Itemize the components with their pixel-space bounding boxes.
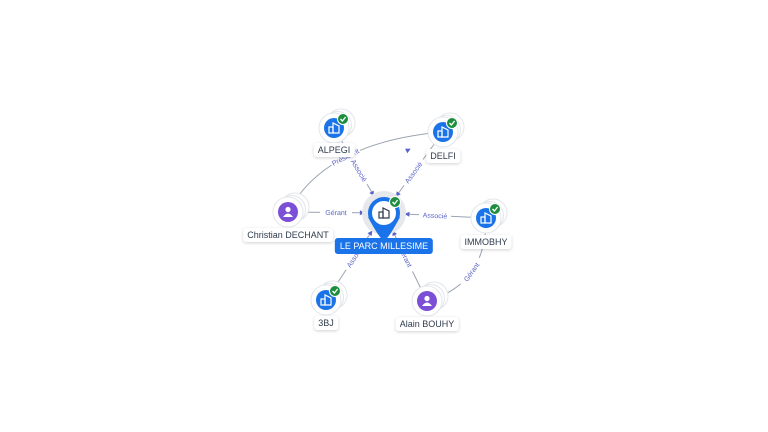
person-icon: [422, 295, 432, 306]
edge-label-bg: [400, 157, 426, 187]
company-icon: [378, 207, 390, 219]
verified-check-icon: [489, 203, 501, 215]
node-label-alpegi[interactable]: ALPEGI: [313, 143, 355, 157]
node-label-dechant[interactable]: Christian DECHANT: [243, 228, 333, 242]
edge-arrow: [405, 148, 411, 154]
edge-arrow: [367, 230, 373, 237]
center-node-label[interactable]: LE PARC MILLESIME: [334, 238, 434, 254]
person-icon: [283, 206, 293, 217]
company-icon: [480, 212, 492, 224]
edge-label-bg: [348, 154, 371, 186]
verified-check-icon: [337, 113, 349, 125]
company-icon: [320, 294, 332, 306]
edge-label-bg: [418, 209, 452, 221]
node-dechant[interactable]: [272, 192, 310, 228]
verified-check-icon: [389, 196, 401, 208]
node-label-immobhy[interactable]: IMMOBHY: [460, 235, 512, 249]
node-label-3bj[interactable]: 3BJ: [314, 316, 338, 330]
node-alpegi[interactable]: [318, 108, 356, 144]
edge-label: Gérant: [325, 210, 347, 217]
edge-label: Associé: [423, 212, 448, 220]
verified-check-icon: [446, 117, 458, 129]
node-delfi[interactable]: [427, 112, 465, 148]
center-node[interactable]: [362, 191, 406, 240]
node-immobhy[interactable]: [470, 198, 508, 234]
nodes-layer: [272, 108, 508, 317]
edge-label-bg: [458, 256, 484, 287]
company-icon: [437, 126, 449, 138]
node-label-bouhy[interactable]: Alain BOUHY: [395, 317, 459, 331]
company-icon: [328, 122, 340, 134]
node-label-delfi[interactable]: DELFI: [426, 149, 460, 163]
node-bouhy[interactable]: [411, 281, 449, 317]
edge-label-bg: [319, 207, 353, 217]
verified-check-icon: [329, 285, 341, 297]
node-3bj[interactable]: [310, 280, 348, 316]
edge-arrow: [404, 211, 410, 217]
